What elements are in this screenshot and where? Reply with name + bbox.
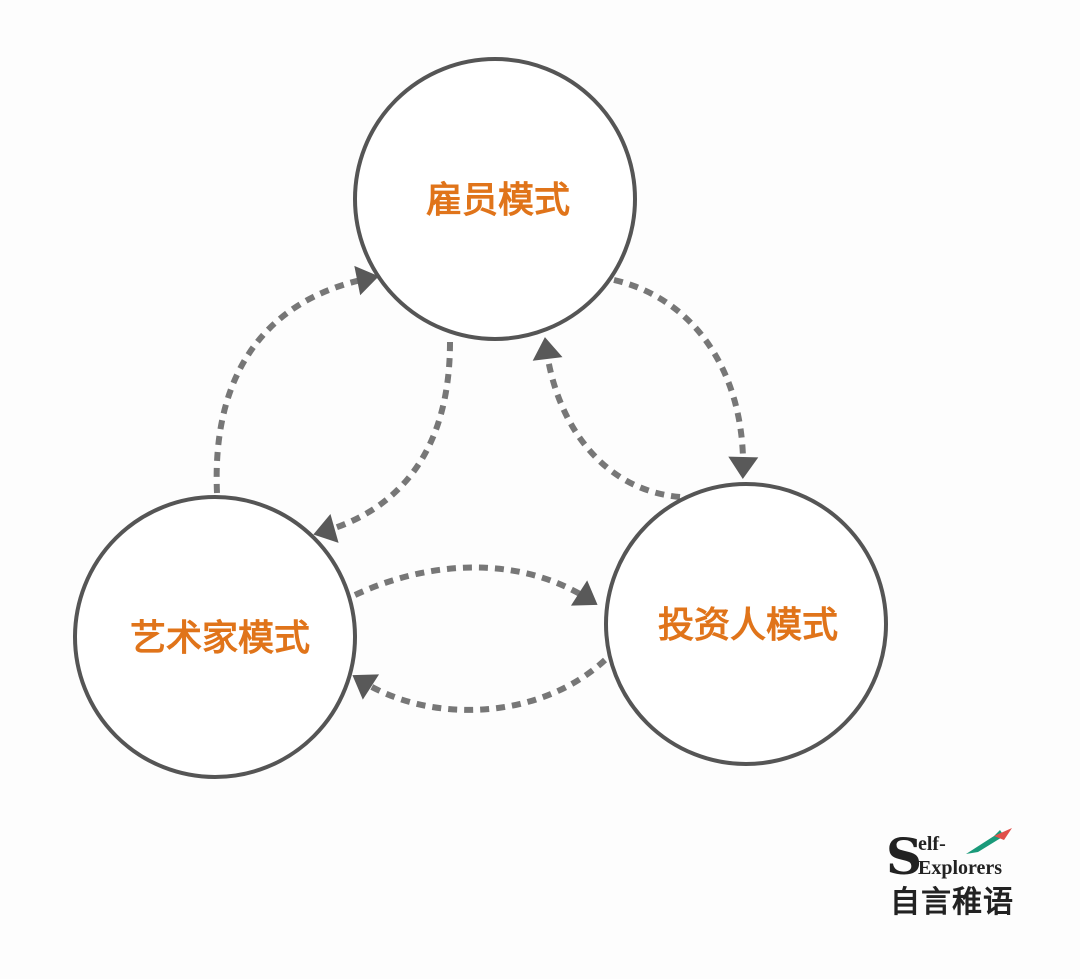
arrow-artist-to-investor (353, 564, 598, 606)
arrow-investor-to-artist (352, 657, 608, 713)
self-explorers-logo: S elf- Explorers 自言稚语 (884, 828, 1034, 928)
arrow-employee-to-investor (613, 277, 759, 479)
logo-line1: elf- (918, 833, 946, 855)
investor-mode-node (604, 482, 888, 766)
compass-needle-icon (966, 828, 1012, 854)
investor-mode-label: 投资人模式 (658, 605, 838, 646)
arrow-investor-to-employee (532, 337, 681, 500)
employee-mode-label: 雇员模式 (426, 180, 570, 221)
artist-mode-label: 艺术家模式 (130, 618, 310, 659)
arrow-artist-to-employee (213, 265, 379, 494)
logo-big-letter: S (886, 827, 923, 886)
arrow-employee-to-artist (313, 341, 453, 543)
artist-mode-node (73, 495, 357, 779)
employee-mode-node (353, 57, 637, 341)
logo-line2: Explorers (918, 857, 1003, 879)
logo-chinese-text: 自言稚语 (890, 885, 1014, 920)
